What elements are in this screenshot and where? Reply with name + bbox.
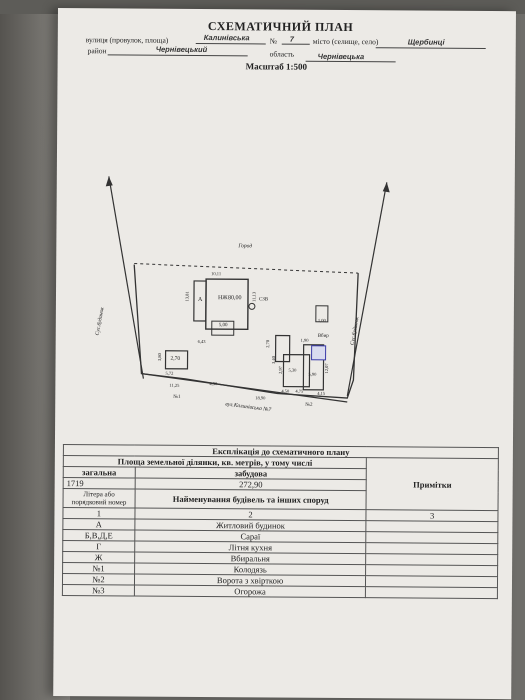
misc-label-1: №1 (173, 394, 181, 400)
dim-label-18: 12,07 (324, 363, 330, 374)
row-name: Огорожа (134, 585, 366, 598)
right-boundary-line (346, 182, 388, 397)
notes-label: Примітки (366, 457, 499, 511)
dim-label-6: 11,25 (169, 382, 180, 388)
house-letter: А (197, 296, 203, 304)
shed-area: 2,70 (170, 355, 181, 362)
table-row: №3 Огорожа (62, 584, 498, 599)
left-arrow (105, 176, 113, 187)
dim-label-3: 6,43 (197, 338, 206, 345)
site-plan-drawing (105, 176, 390, 403)
toilet-shape (315, 305, 329, 323)
row-letter: А (62, 518, 135, 531)
col2-label: Найменування будівель та інших споруд (134, 489, 367, 510)
row-note (366, 520, 498, 533)
garden-dashed-line (134, 263, 359, 274)
dim-label-13: 4,50 (281, 388, 290, 394)
dim-label-11: 3,40 (270, 356, 277, 364)
col-number-1: 1 (62, 507, 135, 520)
house-a-shape (205, 278, 249, 331)
dim-label-17: 4,15 (317, 390, 326, 396)
dim-label-15: 1,00 (317, 317, 326, 323)
dim-label-14: 1,90 (300, 337, 309, 343)
row-note (365, 542, 498, 555)
well-label: Вбир (317, 333, 329, 339)
row-note (365, 586, 498, 599)
house-area: 80,00 (227, 295, 242, 302)
total-value: 1719 (63, 477, 136, 490)
road-line (141, 372, 348, 403)
building-b-shape (282, 353, 311, 388)
shed2-area: 5,00 (218, 323, 228, 329)
house-extension-shape (211, 320, 235, 336)
building-v-shape (302, 344, 325, 391)
row-letter: Ж (62, 551, 135, 564)
document-sheet: СХЕМАТИЧНИЙ ПЛАН вулиця (провулок, площа… (53, 8, 516, 700)
dim-label-7: 4,30 (209, 381, 218, 387)
highlighted-room-shape (311, 345, 327, 361)
shed-left-shape (164, 350, 189, 370)
dim-label-1: 11,13 (251, 291, 257, 302)
left-boundary-line (108, 176, 145, 379)
house-label: НЖ (217, 295, 228, 302)
row-letter: №1 (62, 562, 135, 575)
misc-label-0: СЗВ (258, 297, 269, 303)
dim-label-0: 10,11 (211, 271, 222, 277)
dim-label-19: 2,97 (277, 366, 283, 375)
row-letter: №2 (62, 573, 135, 586)
dim-label-9: 4,75 (295, 388, 304, 394)
col-number-3: 3 (366, 509, 499, 522)
lot-outline (133, 264, 359, 399)
well-symbol (248, 302, 256, 310)
row-note (365, 575, 498, 588)
right-arrow (382, 182, 390, 193)
dim-label-5: 3,80 (156, 353, 163, 362)
dim-label-2: 13,81 (184, 291, 190, 302)
garden-label: Город (238, 243, 253, 250)
row-note (365, 553, 498, 566)
misc-label-2: №2 (305, 402, 313, 408)
dim-label-4: 5,72 (165, 370, 174, 376)
dim-label-8: 18,90 (255, 395, 266, 401)
dim-label-16: 5,90 (308, 371, 317, 377)
total-label: загальна (63, 466, 136, 479)
dim-label-12: 5,30 (288, 367, 297, 373)
row-letter: №3 (62, 584, 135, 597)
row-note (365, 564, 498, 577)
dim-label-10: 2,70 (265, 340, 271, 348)
row-note (366, 531, 498, 544)
col1-label: Літера або порядковий номер (63, 488, 136, 509)
explication-table: Експлікація до схематичного плану Площа … (62, 444, 499, 599)
row-letter: Б,В,Д,Е (62, 529, 135, 542)
row-letter: Г (62, 540, 135, 553)
building-g-shape (274, 334, 291, 363)
